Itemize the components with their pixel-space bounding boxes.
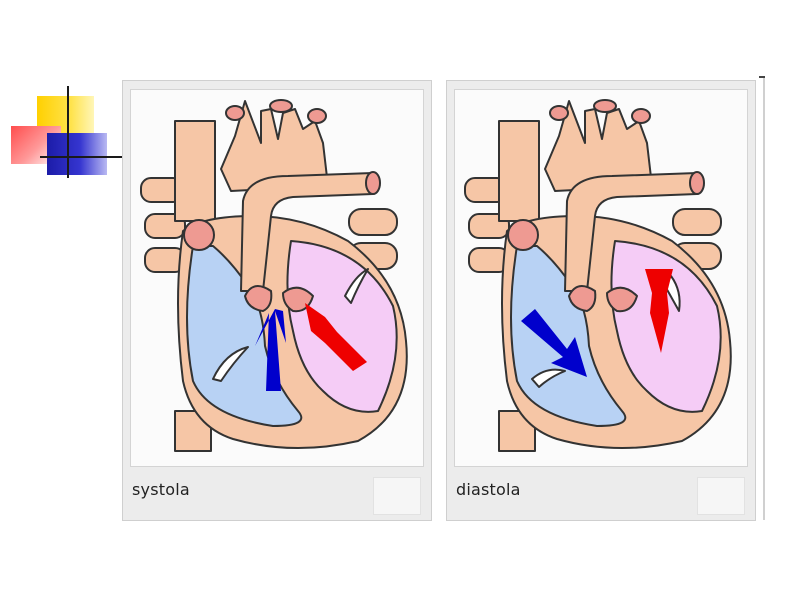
- left-ventricle: [286, 240, 398, 413]
- panel-caption: systola: [132, 480, 190, 499]
- systole-panel: systola: [122, 80, 432, 521]
- aorta-branch-end-2: [269, 99, 293, 113]
- pulmonary-artery: [564, 172, 698, 292]
- pulmonary-vein-right-1: [672, 208, 722, 236]
- pulmonary-valve: [244, 285, 273, 312]
- mitral-valve: [344, 268, 369, 304]
- slide-logo: [0, 0, 130, 200]
- aortic-arch: [544, 100, 653, 192]
- aorta-branch-end-2: [593, 99, 617, 113]
- vena-cava-opening: [507, 219, 539, 251]
- superior-vena-cava: [498, 120, 540, 222]
- right-divider: [763, 78, 765, 520]
- aorta-branch-end-3: [631, 108, 651, 124]
- systole-red-arrow: [305, 303, 367, 371]
- pulmonary-artery-end: [365, 171, 381, 195]
- panel-side-box: [697, 477, 745, 515]
- pulmonary-artery-end: [689, 171, 705, 195]
- systole-heart-illustration: [140, 99, 408, 452]
- corner-tick: [759, 76, 765, 78]
- tricuspid-valve: [212, 346, 249, 382]
- systole-blue-arrow: [255, 309, 286, 391]
- superior-vena-cava: [174, 120, 216, 222]
- aortic-arch: [220, 100, 329, 192]
- aorta-branch-end-3: [307, 108, 327, 124]
- aorta-branch-end-1: [225, 105, 245, 121]
- panel-side-box: [373, 477, 421, 515]
- diastole-panel: diastola: [446, 80, 756, 521]
- logo-horizontal-line: [40, 156, 124, 158]
- aorta-branch-end-1: [549, 105, 569, 121]
- aortic-valve: [606, 286, 638, 313]
- tricuspid-valve: [531, 368, 566, 388]
- pulmonary-artery: [240, 172, 374, 292]
- pulmonary-vein-right-1: [348, 208, 398, 236]
- aortic-valve: [282, 286, 314, 313]
- diastole-red-arrow: [645, 269, 673, 353]
- diastole-blue-arrow: [521, 309, 587, 377]
- logo-vertical-line: [67, 86, 69, 178]
- diastole-heart-illustration: [464, 99, 732, 452]
- logo-blue-square: [47, 133, 107, 175]
- vena-cava-opening: [183, 219, 215, 251]
- panel-caption: diastola: [456, 480, 521, 499]
- pulmonary-valve: [568, 285, 597, 312]
